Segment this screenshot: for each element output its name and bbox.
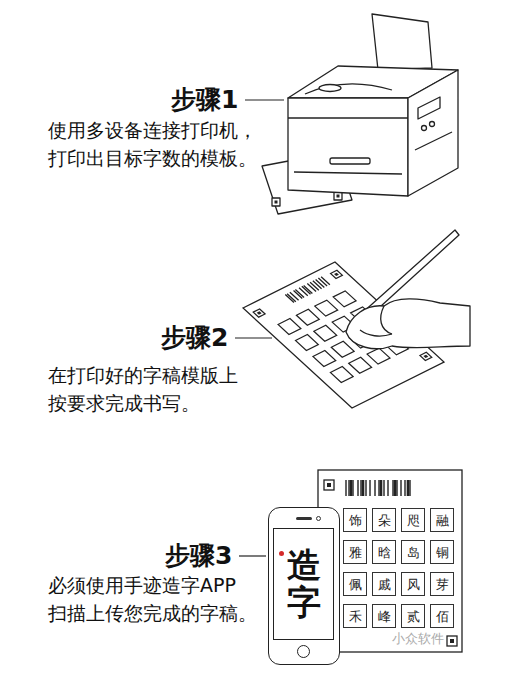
barcode (346, 480, 410, 496)
corner-mark (253, 309, 265, 317)
phone-camera (316, 516, 321, 521)
control-panel (418, 97, 440, 119)
corner-mark (324, 480, 334, 490)
phone-speaker (296, 517, 312, 520)
step-description: 必须使用手迹造字APP 扫描上传您完成的字稿。 (48, 571, 310, 627)
glyph: 峰 (378, 610, 391, 623)
corner-mark-dot (334, 273, 339, 276)
glyph-cell: 戚 (372, 572, 396, 596)
corner-mark-dot (450, 639, 454, 643)
glyph-cell: 风 (401, 572, 425, 596)
glyph-cell: 融 (430, 508, 454, 532)
watermark: 小众软件 (392, 631, 444, 647)
step-heading: 步骤3 (165, 539, 232, 573)
glyph: 禾 (349, 610, 362, 623)
output-tray (305, 84, 392, 94)
hand (346, 299, 470, 349)
barcode-thick (351, 480, 408, 496)
finger-line (360, 330, 392, 336)
corner-mark (331, 270, 343, 278)
printer-button (422, 126, 427, 131)
printer-front (288, 98, 408, 196)
glyph: 饰 (349, 514, 362, 527)
glyph: 佩 (349, 578, 362, 591)
corner-mark-dot (337, 195, 340, 198)
printer-side (408, 70, 458, 196)
glyph-cell: 饰 (343, 508, 367, 532)
glyph-cell: 禾 (343, 604, 367, 628)
corner-mark-dot (423, 355, 428, 358)
drawer-handle (330, 158, 370, 164)
glyph: 融 (436, 514, 449, 527)
glyph-cell: 佩 (343, 572, 367, 596)
glyph-cell: 佰 (430, 604, 454, 628)
red-dot (279, 551, 284, 556)
corner-mark (272, 198, 280, 206)
printer-button (430, 122, 435, 127)
printer-illustration (262, 14, 458, 214)
glyph-cell: 峰 (372, 604, 396, 628)
leader-line (235, 337, 272, 338)
corner-mark-dot (275, 201, 278, 204)
glyph-cell: 铜 (430, 540, 454, 564)
glyph: 朵 (378, 514, 391, 527)
glyph-cell: 朵 (372, 508, 396, 532)
glyph-cell: 岛 (401, 540, 425, 564)
glyph: 芽 (436, 578, 449, 591)
tray-handle (319, 85, 341, 92)
glyph: 佰 (436, 610, 449, 623)
barcode (285, 277, 330, 303)
step-description: 使用多设备连接打印机， 打印出目标字数的模板。 (48, 116, 310, 172)
leader-line (239, 555, 266, 556)
glyph: 戚 (378, 578, 391, 591)
glyph: 铜 (436, 546, 449, 559)
glyph-cell: 贰 (401, 604, 425, 628)
glyph: 风 (407, 578, 420, 591)
glyph-cell: 晗 (372, 540, 396, 564)
step-heading: 步骤2 (161, 321, 228, 355)
glyph: 晗 (378, 546, 391, 559)
leader-line (245, 99, 284, 100)
glyph: 咫 (407, 514, 420, 527)
step-heading: 步骤1 (171, 83, 238, 117)
corner-mark-dot (327, 483, 331, 487)
printed-paper (372, 14, 432, 70)
glyph-cell: 芽 (430, 572, 454, 596)
side-line (415, 132, 452, 150)
glyph: 岛 (407, 546, 420, 559)
hand-with-pen (346, 230, 470, 349)
glyph-cell: 咫 (401, 508, 425, 532)
screen-characters: 造字 (287, 547, 321, 622)
corner-mark (420, 352, 432, 360)
drawer-line (294, 172, 402, 174)
finger-line (381, 306, 392, 334)
phone-node: 造字 (268, 507, 340, 665)
panel-line (288, 117, 408, 118)
phone-home-button (297, 645, 310, 658)
step-description: 在打印好的字稿模版上 按要求完成书写。 (48, 361, 310, 417)
glyph: 雅 (349, 546, 362, 559)
glyph: 贰 (407, 610, 420, 623)
corner-mark-dot (257, 311, 262, 314)
glyph-cell: 雅 (343, 540, 367, 564)
corner-mark (447, 636, 457, 646)
